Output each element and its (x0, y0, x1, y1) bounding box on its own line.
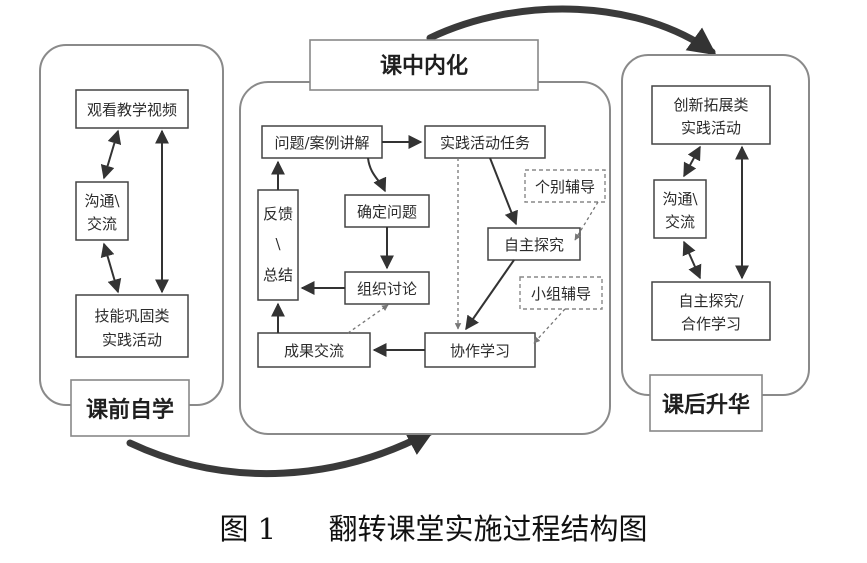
figure-number: 图 1 (219, 512, 277, 546)
figure-title: 翻转课堂实施过程结构图 (328, 512, 648, 546)
individual-tutoring-text: 个别辅导 (535, 178, 595, 196)
post-class-label-box (649, 374, 763, 432)
dashed-group-cooperate (533, 308, 566, 344)
practice-task-node (424, 125, 546, 159)
arrow-self-cooperate (465, 259, 515, 331)
pre-comm-text-2: 交流 (87, 215, 117, 233)
post-comm-text-1: 沟通\ (662, 190, 698, 208)
innovate-text-2: 实践活动 (681, 119, 741, 137)
arrow-watch-comm (100, 129, 122, 180)
feedback-text-1: 反馈 (263, 205, 293, 223)
results-exchange-node (257, 332, 371, 368)
post-class-label: 课后升华 (662, 392, 750, 418)
skill-practice-node (75, 294, 189, 358)
flow-arrow-mid-to-post (426, 5, 717, 56)
figure-caption: 图 1 翻转课堂实施过程结构图 (0, 506, 867, 548)
dashed-results-organize (347, 304, 389, 334)
explore-coop-text-2: 合作学习 (681, 315, 741, 333)
in-class-label-box (309, 39, 539, 91)
practice-task-text: 实践活动任务 (440, 134, 530, 152)
in-class-label: 课中内化 (380, 53, 468, 79)
group-tutoring-text: 小组辅导 (531, 285, 591, 303)
cooperative-learning-text: 协作学习 (450, 342, 510, 360)
organize-discussion-node (344, 271, 430, 305)
self-exploration-node (487, 227, 581, 261)
individual-tutoring-node (524, 169, 606, 203)
watch-video-node (75, 89, 189, 129)
innovate-text-1: 创新拓展类 (673, 96, 748, 114)
skill-practice-text-1: 技能巩固类 (94, 307, 169, 325)
innovate-practice-node (651, 85, 771, 145)
explore-coop-node (651, 281, 771, 341)
arrow-comm-explore (682, 240, 702, 280)
group-tutoring-node (519, 276, 603, 310)
pre-class-label: 课前自学 (86, 397, 174, 423)
identify-problem-text: 确定问题 (357, 203, 417, 221)
flip-classroom-diagram: 课前自学 观看教学视频 沟通\ 交流 技能巩固类 实践活动 课中内化 问题/案例… (39, 5, 810, 478)
organize-discussion-text: 组织讨论 (357, 280, 417, 298)
feedback-summary-node (257, 189, 299, 301)
skill-practice-text-2: 实践活动 (102, 331, 162, 349)
feedback-text-3: 总结 (263, 266, 293, 284)
problem-case-node (261, 125, 383, 159)
explore-coop-text-1: 自主探究/ (678, 292, 744, 310)
pre-comm-text-1: 沟通\ (84, 192, 120, 210)
pre-class-label-box (70, 379, 190, 437)
arrow-comm-skill (100, 242, 122, 294)
dashed-individual-self (574, 201, 599, 241)
post-comm-node (653, 179, 707, 239)
arrow-practice-self (489, 157, 518, 226)
pre-comm-node (75, 181, 129, 241)
arrow-problem-identify (367, 157, 387, 193)
problem-case-text: 问题/案例讲解 (274, 134, 369, 152)
arrow-innovate-comm (683, 145, 701, 178)
results-exchange-text: 成果交流 (284, 342, 344, 360)
post-comm-text-2: 交流 (665, 213, 695, 231)
flow-arrow-pre-to-mid (126, 428, 435, 478)
watch-video-text: 观看教学视频 (87, 101, 177, 119)
feedback-text-2: \ (275, 235, 281, 253)
self-exploration-text: 自主探究 (504, 236, 564, 254)
